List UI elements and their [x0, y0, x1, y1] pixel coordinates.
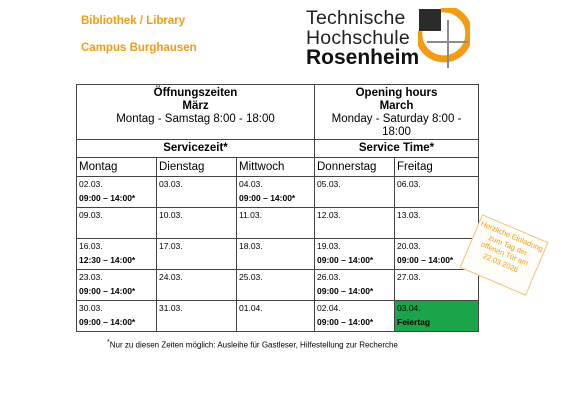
day-date: 24.03. [159, 272, 183, 282]
service-time-de: Servicezeit* [76, 139, 315, 158]
day-date: 03.03. [159, 179, 183, 189]
day-header-thursday: Donnerstag [314, 157, 395, 177]
title-de: Öffnungszeiten [153, 87, 238, 99]
day-cell: 11.03. [236, 207, 315, 239]
week-row: 09.03. 10.03. 11.03. 12.03. 13.03. [76, 207, 479, 239]
day-cell: 26.03. 09:00 – 14:00* [314, 269, 395, 301]
campus-name: Campus Burghausen [81, 42, 197, 54]
holiday-label: Feiertag [397, 317, 431, 327]
day-date: 10.03. [159, 210, 183, 220]
logo-line-1: Technische [306, 7, 406, 29]
day-cell: 24.03. [156, 269, 237, 301]
day-header-friday: Freitag [394, 157, 479, 177]
day-date: 01.04. [239, 303, 263, 313]
day-cell: 31.03. [156, 300, 237, 332]
service-hours: 09:00 – 14:00* [317, 286, 374, 296]
day-date: 02.04. [317, 303, 341, 313]
month-de: März [182, 100, 209, 112]
day-date: 02.03. [79, 179, 103, 189]
week-row: 30.03. 09:00 – 14:00* 31.03. 01.04. 02.04. 09… [76, 300, 479, 332]
day-cell: 05.03. [314, 176, 395, 208]
day-date: 13.03. [397, 210, 421, 220]
day-date: 27.03. [397, 272, 421, 282]
week-row: 23.03. 09:00 – 14:00* 24.03. 25.03. 26.03. 09… [76, 269, 479, 301]
day-date: 30.03. [79, 303, 103, 313]
day-date: 17.03. [159, 241, 183, 251]
day-cell: 13.03. [394, 207, 479, 239]
day-date: 11.03. [239, 210, 263, 220]
day-cell: 03.04. Feiertag [394, 300, 479, 332]
day-date: 12.03. [317, 210, 341, 220]
day-cell: 03.03. [156, 176, 237, 208]
day-date: 23.03. [79, 272, 103, 282]
day-cell: 27.03. [394, 269, 479, 301]
opening-hours-table: Öffnungszeiten März Montag - Samstag 8:0… [76, 84, 479, 332]
service-time-en: Service Time* [314, 139, 479, 158]
day-cell: 17.03. [156, 238, 237, 270]
service-hours: 09:00 – 14:00* [397, 255, 454, 265]
day-cell: 04.03. 09:00 – 14:00* [236, 176, 315, 208]
footnote-text: Nur zu diesen Zeiten möglich: Ausleihe f… [109, 340, 398, 350]
day-date: 05.03. [317, 179, 341, 189]
day-cell: 06.03. [394, 176, 479, 208]
day-date: 09.03. [79, 210, 103, 220]
day-cell: 10.03. [156, 207, 237, 239]
service-hours: 12:30 – 14:00* [79, 255, 136, 265]
service-hours: 09:00 – 14:00* [239, 193, 296, 203]
day-date: 03.04. [397, 303, 421, 313]
day-date: 06.03. [397, 179, 421, 189]
hours-de: Montag - Samstag 8:00 - 18:00 [116, 113, 275, 125]
day-cell: 19.03. 09:00 – 14:00* [314, 238, 395, 270]
day-cell: 01.04. [236, 300, 315, 332]
university-logo-icon [418, 8, 470, 68]
day-cell: 23.03. 09:00 – 14:00* [76, 269, 157, 301]
library-title: Bibliothek / Library [81, 15, 186, 27]
weeks-body: 02.03. 09:00 – 14:00* 03.03. 04.03. 09:00 – … [76, 176, 479, 332]
hours-en: Monday - Saturday 8:00 - 18:00 [331, 113, 462, 138]
day-cell: 02.04. 09:00 – 14:00* [314, 300, 395, 332]
opening-hours-en: Opening hours March Monday - Saturday 8:… [314, 84, 479, 140]
week-row: 02.03. 09:00 – 14:00* 03.03. 04.03. 09:00 – … [76, 176, 479, 208]
opening-hours-de: Öffnungszeiten März Montag - Samstag 8:0… [76, 84, 315, 140]
day-date: 25.03. [239, 272, 263, 282]
day-cell: 30.03. 09:00 – 14:00* [76, 300, 157, 332]
day-date: 26.03. [317, 272, 341, 282]
day-date: 04.03. [239, 179, 263, 189]
service-hours: 09:00 – 14:00* [79, 193, 136, 203]
week-row: 16.03. 12:30 – 14:00* 17.03. 18.03. 19.03. 09… [76, 238, 479, 270]
day-date: 16.03. [79, 241, 103, 251]
day-cell: 18.03. [236, 238, 315, 270]
service-hours: 09:00 – 14:00* [317, 317, 374, 327]
service-footnote: *Nur zu diesen Zeiten möglich: Ausleihe … [107, 339, 398, 350]
logo-line-3: Rosenheim [306, 46, 420, 69]
day-header-wednesday: Mittwoch [236, 157, 315, 177]
title-en: Opening hours [355, 87, 438, 99]
service-hours: 09:00 – 14:00* [317, 255, 374, 265]
service-hours: 09:00 – 14:00* [79, 286, 136, 296]
day-date: 18.03. [239, 241, 263, 251]
day-cell: 16.03. 12:30 – 14:00* [76, 238, 157, 270]
university-logo-text: Technische Hochschule Rosenheim [306, 8, 419, 68]
day-cell: 02.03. 09:00 – 14:00* [76, 176, 157, 208]
day-header-monday: Montag [76, 157, 157, 177]
day-cell: 09.03. [76, 207, 157, 239]
day-date: 19.03. [317, 241, 341, 251]
month-en: March [379, 100, 414, 112]
day-date: 31.03. [159, 303, 183, 313]
service-hours: 09:00 – 14:00* [79, 317, 136, 327]
day-header-tuesday: Dienstag [156, 157, 237, 177]
day-cell: 25.03. [236, 269, 315, 301]
logo-line-2: Hochschule [306, 27, 410, 49]
day-date: 20.03. [397, 241, 421, 251]
day-cell: 12.03. [314, 207, 395, 239]
